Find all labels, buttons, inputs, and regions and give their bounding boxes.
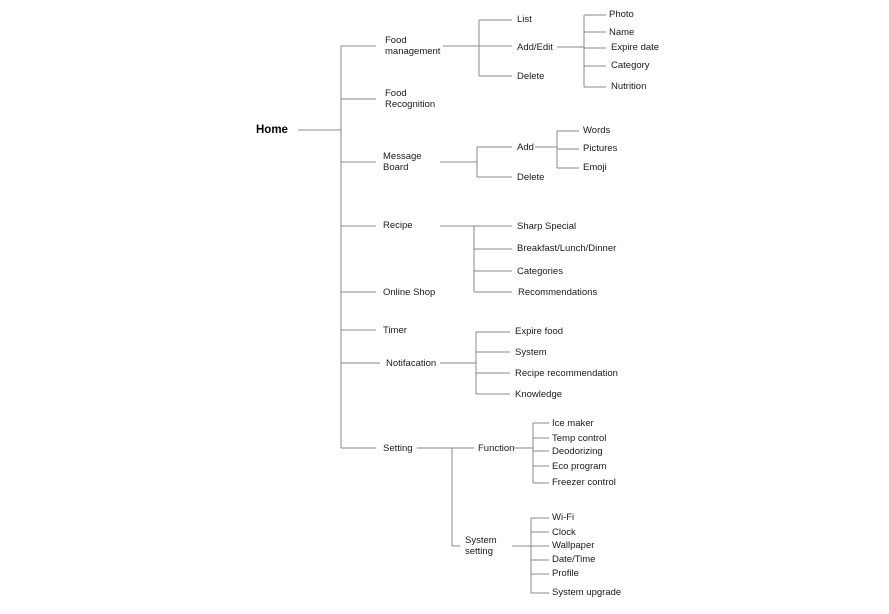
node-clock: Clock <box>552 527 576 538</box>
node-category: Category <box>611 60 650 71</box>
node-function: Function <box>478 443 515 454</box>
node-message-board: Message Board <box>383 151 422 173</box>
node-expire-food: Expire food <box>515 326 564 337</box>
node-expire-date: Expire date <box>611 42 660 53</box>
node-eco-program: Eco program <box>552 461 607 472</box>
node-food-recognition: Food Recognition <box>385 88 436 110</box>
node-mb-add: Add <box>517 142 534 153</box>
node-knowledge: Knowledge <box>515 389 563 400</box>
node-photo: Photo <box>609 9 634 20</box>
node-wallpaper: Wallpaper <box>552 540 595 551</box>
node-fm-delete: Delete <box>517 71 545 82</box>
node-ice-maker: Ice maker <box>552 418 594 429</box>
node-breakfast-lunch-dinner: Breakfast/Lunch/Dinner <box>517 243 617 254</box>
node-system-upgrade: System upgrade <box>552 587 622 598</box>
node-home: Home <box>256 124 288 136</box>
node-emoji: Emoji <box>583 162 607 173</box>
node-recommendations: Recommendations <box>518 287 598 298</box>
node-timer: Timer <box>383 325 407 336</box>
node-freezer-control: Freezer control <box>552 477 616 488</box>
node-mb-delete: Delete <box>517 172 545 183</box>
node-categories: Categories <box>517 266 563 277</box>
node-notification: Notifacation <box>386 358 437 369</box>
node-sharp-special: Sharp Special <box>517 221 577 232</box>
node-temp-control: Temp control <box>552 433 607 444</box>
node-recipe-recommendation: Recipe recommendation <box>515 368 618 379</box>
node-deodorizing: Deodorizing <box>552 446 603 457</box>
node-list: List <box>517 14 532 25</box>
node-food-management: Food management <box>385 35 441 57</box>
node-add-edit: Add/Edit <box>517 42 553 53</box>
node-online-shop: Online Shop <box>383 287 436 298</box>
node-recipe: Recipe <box>383 220 413 231</box>
node-date-time: Date/Time <box>552 554 596 565</box>
node-system: System <box>515 347 547 358</box>
node-nutrition: Nutrition <box>611 81 647 92</box>
node-profile: Profile <box>552 568 579 579</box>
node-wifi: Wi-Fi <box>552 512 575 523</box>
node-name: Name <box>609 27 635 38</box>
node-system-setting: System setting <box>465 535 497 557</box>
node-words: Words <box>583 125 611 136</box>
node-pictures: Pictures <box>583 143 618 154</box>
node-setting: Setting <box>383 443 413 454</box>
